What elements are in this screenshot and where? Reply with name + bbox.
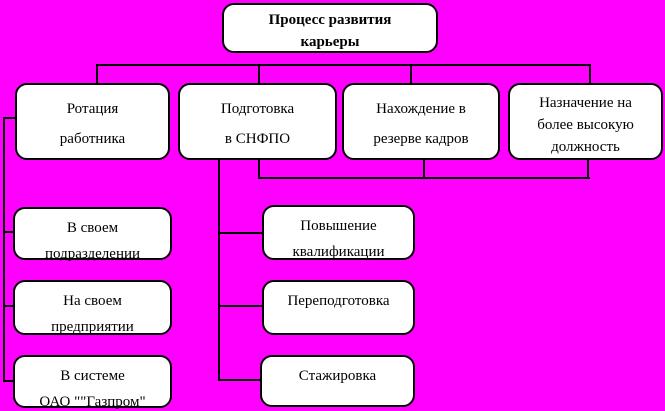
connector-drop-rotation	[96, 64, 98, 84]
node-reserve-line2: резерве кадров	[373, 131, 469, 147]
node-retraining: Переподготовка	[262, 280, 415, 335]
node-snfpo-line1: Подготовка	[220, 101, 295, 117]
connector-rotation-trunk	[3, 117, 5, 382]
node-internship: Стажировка	[260, 355, 415, 407]
connector-stub-appointment-bottom	[587, 158, 589, 179]
node-root-line1: Процесс развития	[268, 12, 392, 28]
node-qualification-line2: квалификации	[292, 244, 385, 260]
node-appointment-line3: должность	[551, 139, 620, 155]
node-own-unit: В своем подразделении	[13, 207, 172, 262]
connector-stub-reserve-bottom	[423, 158, 425, 179]
connector-top-bus	[97, 64, 591, 66]
node-snfpo: Подготовка в СНФПО	[178, 83, 337, 160]
node-gazprom-system-line1: В системе	[60, 368, 125, 384]
node-root-line2: карьеры	[300, 34, 360, 50]
connector-drop-reserve	[410, 64, 412, 84]
node-internship-line1: Стажировка	[298, 368, 377, 384]
connector-rotation-stub-gazprom	[3, 380, 15, 382]
node-rotation-line2: работника	[59, 131, 126, 147]
connector-drop-appointment	[589, 64, 591, 84]
node-gazprom-system: В системе ОАО ""Газпром"	[13, 355, 172, 410]
node-rotation-line1: Ротация	[66, 101, 119, 117]
node-appointment-line1: Назначение на	[539, 95, 632, 111]
connector-stub-snfpo-bottom	[258, 158, 260, 179]
node-reserve-line1: Нахождение в	[376, 101, 466, 117]
connector-snfpo-stub-qualification	[218, 232, 264, 234]
connector-rotation-stub-unit	[3, 231, 15, 233]
node-own-enterprise-line1: На своем	[63, 293, 122, 309]
node-gazprom-system-line2: ОАО ""Газпром"	[39, 394, 146, 410]
connector-drop-snfpo	[258, 64, 260, 84]
node-appointment: Назначение на более высокую должность	[508, 83, 663, 160]
node-own-unit-line2: подразделении	[44, 246, 141, 262]
node-own-enterprise-line2: предприятии	[51, 319, 134, 335]
node-reserve: Нахождение в резерве кадров	[342, 83, 500, 160]
connector-snfpo-trunk	[218, 158, 220, 381]
node-rotation: Ротация работника	[15, 83, 170, 160]
connector-rotation-stub-enterprise	[3, 305, 15, 307]
connector-snfpo-stub-retraining	[218, 305, 264, 307]
node-qualification-line1: Повышение	[300, 218, 377, 234]
node-own-unit-line1: В своем	[66, 220, 119, 236]
node-snfpo-line2: в СНФПО	[224, 131, 291, 147]
node-qualification: Повышение квалификации	[262, 205, 415, 260]
connector-snfpo-stub-internship	[218, 379, 264, 381]
connector-rotation-elbow	[3, 117, 16, 119]
node-retraining-line1: Переподготовка	[287, 293, 390, 309]
node-own-enterprise: На своем предприятии	[13, 280, 172, 335]
node-root: Процесс развития карьеры	[222, 3, 438, 53]
node-appointment-line2: более высокую	[537, 117, 634, 133]
